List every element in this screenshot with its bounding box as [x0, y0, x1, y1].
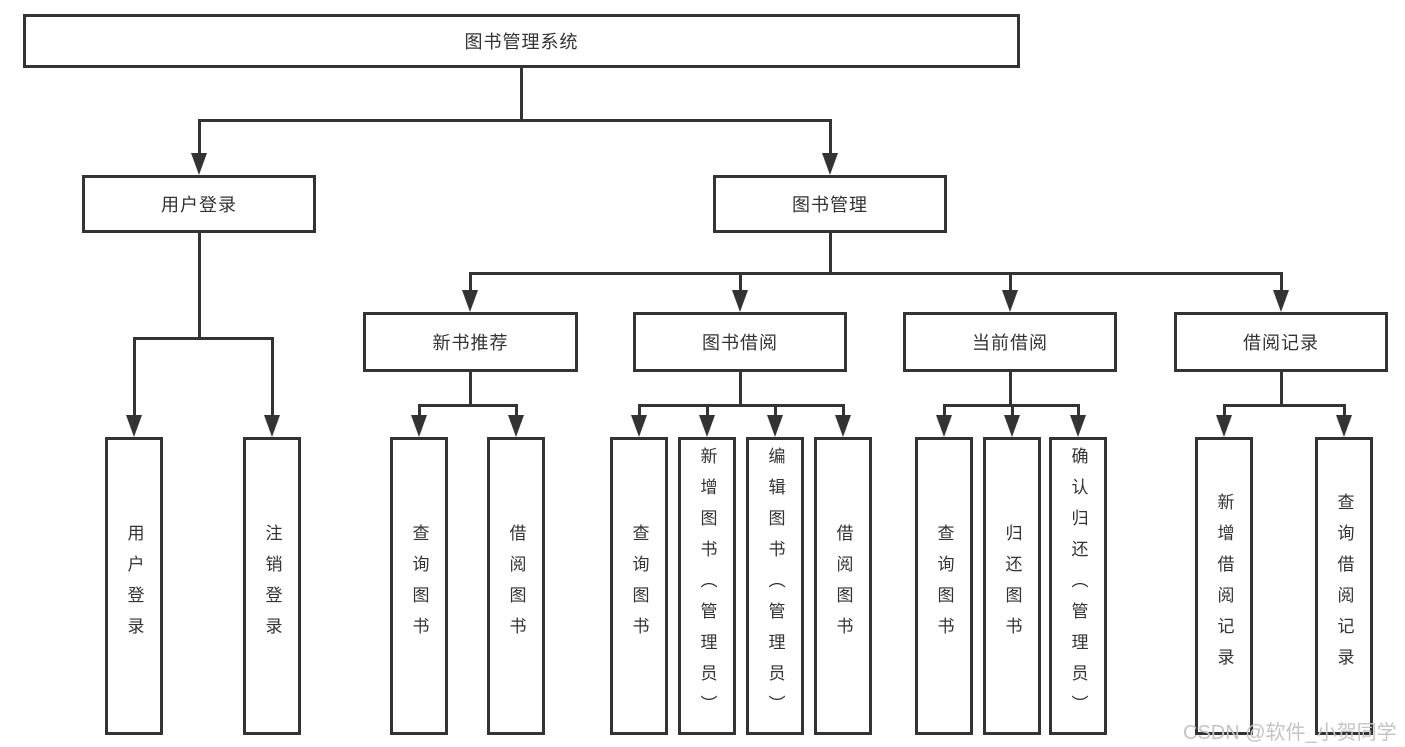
- arrow-down-icon: [822, 153, 838, 175]
- node-root-library-system: 图书管理系统: [23, 14, 1020, 68]
- arrow-down-icon: [767, 415, 783, 437]
- arrow-down-icon: [1216, 415, 1232, 437]
- connector-drop: [739, 272, 742, 292]
- leaf-label: 注销登录: [262, 524, 282, 648]
- arrow-down-icon: [835, 415, 851, 437]
- node-label: 图书管理系统: [464, 32, 579, 52]
- leaf-return-books: 归还图书: [983, 437, 1041, 735]
- connector-drop: [1280, 272, 1283, 292]
- connector-root-stem: [520, 68, 523, 119]
- leaf-user-login: 用户登录: [105, 437, 163, 735]
- node-label: 当前借阅: [972, 333, 1048, 353]
- leaf-borrow-books-recommend: 借阅图书: [487, 437, 545, 735]
- leaf-edit-books-admin: 编辑图书（管理员）: [746, 437, 804, 735]
- connector-root-bus: [198, 119, 831, 122]
- leaf-label: 查询图书: [629, 524, 649, 648]
- connector-drop: [1077, 404, 1080, 417]
- connector-drop: [706, 404, 709, 417]
- connector-stem: [739, 372, 742, 404]
- connector-bus: [133, 337, 273, 340]
- node-label: 新书推荐: [432, 333, 509, 353]
- leaf-label: 确认归还（管理员）: [1068, 446, 1088, 726]
- node-borrow-records: 借阅记录: [1174, 312, 1388, 372]
- connector-stem: [829, 233, 832, 272]
- leaf-query-books-current: 查询图书: [915, 437, 973, 735]
- leaf-confirm-return-admin: 确认归还（管理员）: [1049, 437, 1107, 735]
- arrow-down-icon: [264, 415, 280, 437]
- leaf-label: 编辑图书（管理员）: [765, 446, 785, 726]
- arrow-down-icon: [1004, 415, 1020, 437]
- leaf-label: 新增借阅记录: [1214, 493, 1234, 679]
- arrow-down-icon: [631, 415, 647, 437]
- connector-drop: [1011, 404, 1014, 417]
- node-book-borrow: 图书借阅: [633, 312, 847, 372]
- arrow-down-icon: [699, 415, 715, 437]
- connector-stem: [1009, 372, 1012, 404]
- arrow-down-icon: [936, 415, 952, 437]
- arrow-down-icon: [191, 153, 207, 175]
- leaf-borrow-books: 借阅图书: [814, 437, 872, 735]
- leaf-label: 查询图书: [409, 524, 429, 648]
- arrow-down-icon: [1002, 290, 1018, 312]
- arrow-down-icon: [126, 415, 142, 437]
- leaf-label: 查询图书: [934, 524, 954, 648]
- node-label: 图书管理: [792, 195, 868, 215]
- connector-stem: [469, 372, 472, 404]
- leaf-query-borrow-record: 查询借阅记录: [1315, 437, 1373, 735]
- arrow-down-icon: [1070, 415, 1086, 437]
- connector-drop: [418, 404, 421, 417]
- connector-drop: [469, 272, 472, 292]
- connector-bus: [638, 404, 844, 407]
- connector-bus: [469, 272, 1282, 275]
- connector-drop: [198, 119, 201, 155]
- connector-bus: [418, 404, 517, 407]
- connector-drop: [829, 119, 832, 155]
- arrow-down-icon: [732, 290, 748, 312]
- leaf-query-books-recommend: 查询图书: [390, 437, 448, 735]
- leaf-query-books-borrow: 查询图书: [610, 437, 668, 735]
- arrow-down-icon: [411, 415, 427, 437]
- node-book-management: 图书管理: [713, 175, 947, 233]
- node-new-book-recommend: 新书推荐: [363, 312, 578, 372]
- leaf-label: 查询借阅记录: [1334, 493, 1354, 679]
- leaf-label: 借阅图书: [506, 524, 526, 648]
- arrow-down-icon: [508, 415, 524, 437]
- connector-drop: [842, 404, 845, 417]
- connector-drop: [133, 337, 136, 416]
- node-user-login: 用户登录: [82, 175, 316, 233]
- arrow-down-icon: [1336, 415, 1352, 437]
- leaf-label: 借阅图书: [833, 524, 853, 648]
- connector-drop: [515, 404, 518, 417]
- node-label: 借阅记录: [1243, 333, 1319, 353]
- arrow-down-icon: [1273, 290, 1289, 312]
- leaf-label: 新增图书（管理员）: [697, 446, 717, 726]
- connector-drop: [271, 337, 274, 416]
- connector-drop: [1009, 272, 1012, 292]
- connector-drop: [638, 404, 641, 417]
- leaf-logout: 注销登录: [243, 437, 301, 735]
- csdn-watermark: CSDN @软件_小贺同学: [1183, 722, 1397, 744]
- connector-drop: [1223, 404, 1226, 417]
- connector-drop: [943, 404, 946, 417]
- leaf-label: 归还图书: [1002, 524, 1022, 648]
- connector-drop: [1343, 404, 1346, 417]
- arrow-down-icon: [462, 290, 478, 312]
- connector-stem: [1280, 372, 1283, 404]
- leaf-add-books-admin: 新增图书（管理员）: [678, 437, 736, 735]
- connector-drop: [774, 404, 777, 417]
- node-label: 用户登录: [161, 195, 237, 215]
- node-current-borrow: 当前借阅: [903, 312, 1117, 372]
- leaf-add-borrow-record: 新增借阅记录: [1195, 437, 1253, 735]
- node-label: 图书借阅: [702, 333, 778, 353]
- connector-bus: [1223, 404, 1345, 407]
- leaf-label: 用户登录: [124, 524, 144, 648]
- connector-stem: [198, 233, 201, 337]
